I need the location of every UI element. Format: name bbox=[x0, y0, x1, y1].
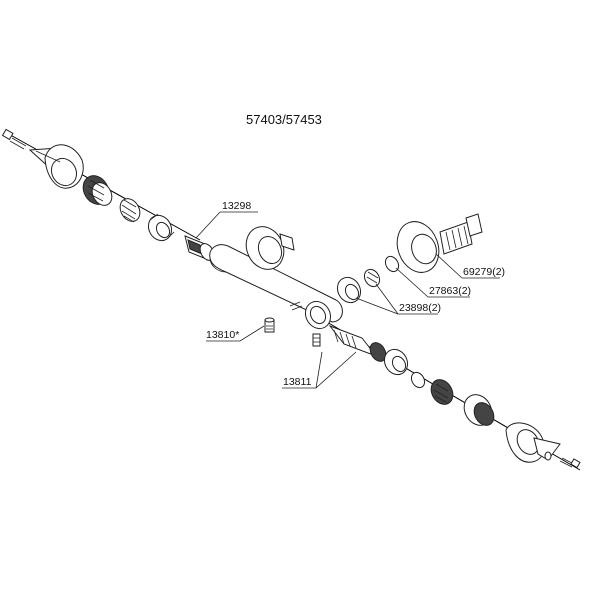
right-splined-insert bbox=[430, 379, 454, 405]
leader-27863 bbox=[395, 267, 429, 298]
filter-nut-23898 bbox=[336, 268, 381, 304]
label-27863: 27863(2) bbox=[429, 285, 471, 297]
label-69279: 69279(2) bbox=[463, 266, 505, 278]
cartridge-13811 bbox=[328, 324, 387, 362]
leader-13810 bbox=[206, 325, 265, 342]
left-splined-insert bbox=[119, 198, 141, 223]
label-13810: 13810* bbox=[206, 329, 239, 341]
left-knurled-ring bbox=[82, 175, 113, 206]
body-small-screw bbox=[312, 333, 321, 347]
label-13298: 13298 bbox=[222, 200, 251, 212]
label-23898: 23898(2) bbox=[399, 302, 441, 314]
right-washer bbox=[410, 371, 426, 389]
wall-connector-69279 bbox=[396, 213, 483, 273]
leader-13298 bbox=[195, 211, 221, 239]
leader-lines bbox=[195, 211, 500, 389]
left-end-screw bbox=[1, 128, 27, 150]
washer-27863 bbox=[384, 255, 400, 273]
right-handle bbox=[505, 422, 561, 463]
model-number-title: 57403/57453 bbox=[246, 112, 322, 127]
leader-23898-b bbox=[375, 283, 399, 315]
wall-plate-left bbox=[245, 226, 295, 270]
right-flange-cap bbox=[383, 348, 409, 376]
left-flange-cap bbox=[147, 213, 175, 242]
leader-13811-b bbox=[315, 351, 323, 389]
leader-69279 bbox=[435, 253, 463, 279]
pin-13810 bbox=[264, 317, 275, 333]
leader-23898-a bbox=[355, 297, 399, 315]
right-end-screw bbox=[559, 457, 581, 469]
label-13811: 13811 bbox=[283, 376, 312, 388]
mixer-body bbox=[209, 244, 343, 330]
left-handle bbox=[28, 144, 84, 189]
right-knurled-ring bbox=[463, 394, 495, 426]
